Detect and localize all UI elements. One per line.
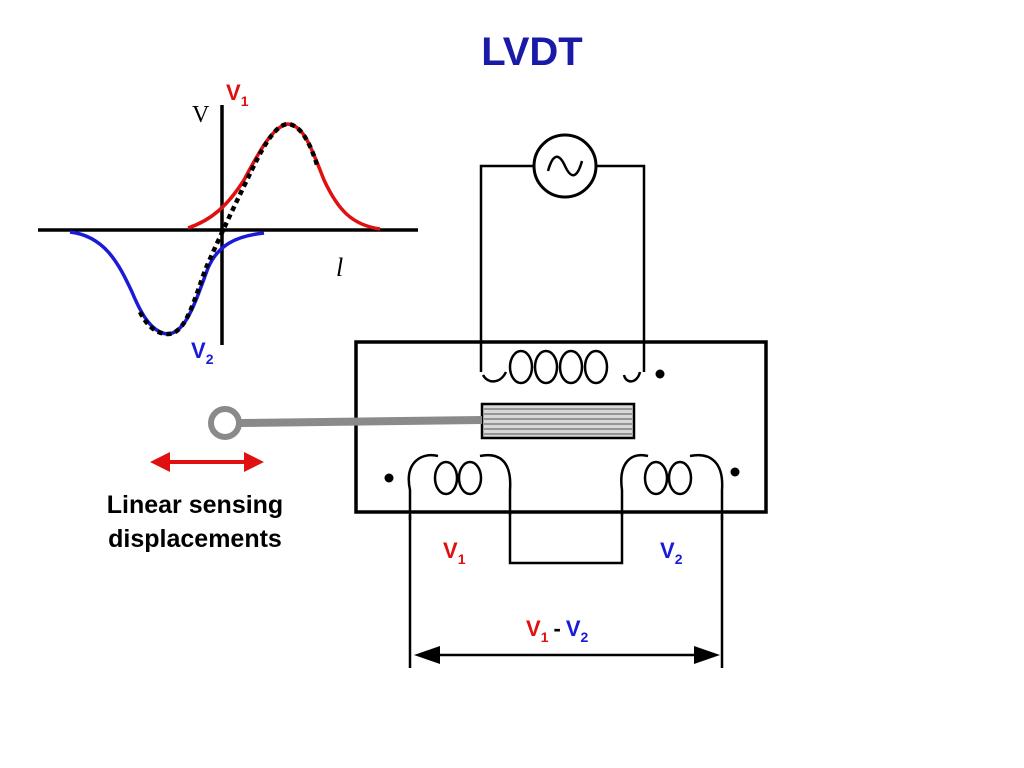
secondary-v2-label: V2: [660, 538, 683, 567]
secondary-right-polarity-dot: [730, 467, 740, 477]
ac-source: [532, 133, 598, 199]
secondary-v1-label: V1: [443, 538, 466, 567]
v2-curve: [69, 230, 265, 336]
primary-polarity-dot: [655, 369, 665, 379]
y-axis-label: V: [192, 102, 210, 128]
difference-curve: [137, 121, 321, 337]
secondary-coil-right: [620, 453, 724, 520]
magnetic-core: [480, 402, 636, 440]
probe-ring-icon: [208, 406, 242, 440]
primary-leads: [479, 164, 646, 372]
x-axis-label: l: [336, 253, 343, 282]
output-voltage-arrow: [414, 646, 720, 664]
caption-line-1: Linear sensing: [106, 491, 284, 519]
double-headed-arrow-icon: [150, 452, 264, 472]
probe-rod: [239, 416, 483, 427]
secondary-left-polarity-dot: [384, 473, 394, 483]
graph-v1-label: V1: [226, 80, 249, 109]
page-title: LVDT: [481, 30, 583, 74]
output-difference-label: V1-V2: [526, 616, 589, 645]
lvdt-housing: [354, 340, 768, 514]
graph-v2-label: V2: [191, 338, 214, 367]
displacement-caption: Linear sensing displacements: [80, 488, 310, 556]
primary-coil: [481, 349, 642, 385]
secondary-coil-left: [407, 453, 512, 520]
v1-curve: [187, 122, 381, 231]
secondary-series-link: [508, 512, 624, 565]
caption-line-2: displacements: [108, 525, 282, 553]
characteristic-graph: V l V1 V2: [38, 80, 418, 367]
